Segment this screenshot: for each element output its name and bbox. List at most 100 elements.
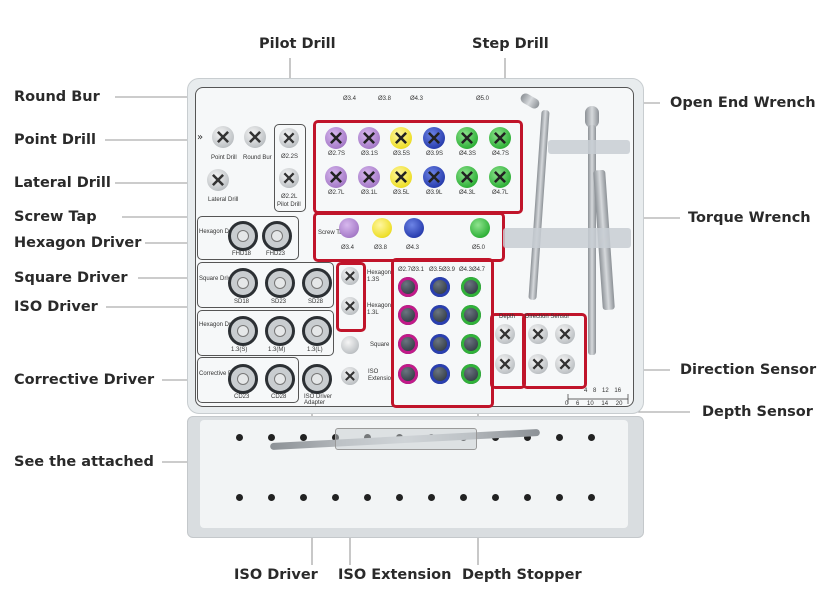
square-driver-slot — [228, 268, 258, 298]
label-lateral-drill: Lateral Drill — [208, 197, 239, 203]
label-screw-tap: Screw Tap — [318, 230, 346, 236]
label-stopper-head: Ø4.3Ø4.7 — [459, 267, 486, 273]
step-drill-slot — [358, 166, 380, 188]
pilot-drill-slot — [279, 128, 299, 148]
scale-tick: 0 — [565, 401, 569, 407]
lid-hole — [236, 494, 243, 501]
torque-wrench-head — [585, 106, 599, 128]
step-drill-slot — [325, 166, 347, 188]
direction-sensor-slot — [555, 354, 575, 374]
label-step-size: Ø3.9L — [426, 190, 443, 196]
label-step-head: Ø3.4 — [343, 96, 357, 102]
label-stopper-head: Ø3.5Ø3.9 — [429, 267, 456, 273]
callout-hexagon-driver: Hexagon Driver — [14, 235, 142, 251]
direction-sensor-slot — [528, 354, 548, 374]
callout-depth-sensor: Depth Sensor — [702, 404, 813, 420]
cross-icon — [329, 170, 343, 184]
depth-stopper-slot — [461, 277, 481, 297]
scale-tick: 16 — [614, 388, 622, 394]
corrective-driver-slot — [265, 364, 295, 394]
label-tap-size: Ø4.3 — [406, 245, 420, 251]
cross-icon — [460, 131, 474, 145]
label-hexagon-13s: Hexagon 1.3S — [367, 270, 392, 283]
callout-open-end-wrench: Open End Wrench — [670, 95, 816, 111]
square-driver-box — [197, 262, 334, 308]
cross-icon — [427, 131, 441, 145]
depth-stopper-slot — [398, 277, 418, 297]
label-step-size: Ø4.3L — [459, 190, 476, 196]
step-drill-slot — [390, 127, 412, 149]
lid-hole — [588, 434, 595, 441]
lid-hole — [492, 494, 499, 501]
direction-sensor-highlight — [522, 313, 587, 389]
lid-hole — [588, 494, 595, 501]
label-tap-size: Ø3.8 — [374, 245, 388, 251]
square-driver-slot — [265, 268, 295, 298]
label-step-size: Ø3.5L — [393, 190, 410, 196]
label-sq-code: SD23 — [271, 299, 287, 305]
cross-icon — [460, 170, 474, 184]
step-drill-slot — [390, 166, 412, 188]
lid-hole — [524, 434, 531, 441]
screw-tap-slot — [339, 218, 359, 238]
hex-driver-slot — [228, 221, 258, 251]
lid-hole — [300, 434, 307, 441]
callout-square-driver: Square Driver — [14, 270, 128, 286]
cross-icon — [394, 170, 408, 184]
scale-top-labels: 4 8 12 16 — [584, 388, 621, 394]
depth-sensor-slot — [495, 324, 515, 344]
depth-stopper-slot — [461, 305, 481, 325]
depth-stopper-slot — [398, 305, 418, 325]
square-driver-slot — [302, 268, 332, 298]
label-iso-extension: ISO Extension — [368, 369, 395, 382]
direction-sensor-slot — [555, 324, 575, 344]
square-slot — [341, 336, 359, 354]
step-drill-slot — [456, 127, 478, 149]
wrench-holder — [503, 228, 631, 248]
callout-depth-stopper: Depth Stopper — [462, 567, 582, 583]
depth-stopper-slot — [398, 334, 418, 354]
cross-icon — [329, 131, 343, 145]
label-sq-code: SD28 — [308, 299, 324, 305]
label-depth: Depth — [499, 314, 516, 320]
label-round-bur: Round Bur — [243, 155, 272, 161]
label-pilot-2s: Ø2.2S — [281, 154, 299, 160]
label-step-size: Ø3.1S — [361, 151, 379, 157]
label-step-size: Ø2.7S — [328, 151, 346, 157]
round-bur-slot — [244, 126, 266, 148]
step-drill-slot — [489, 127, 511, 149]
label-step-head: Ø4.3 — [410, 96, 424, 102]
callout-iso-driver: ISO Driver — [14, 299, 98, 315]
depth-stopper-slot — [430, 277, 450, 297]
callout-lateral-drill: Lateral Drill — [14, 175, 111, 191]
direction-sensor-slot — [528, 324, 548, 344]
label-pilot-drill: Pilot Drill — [277, 202, 301, 208]
lid-hole — [396, 494, 403, 501]
cross-icon — [493, 131, 507, 145]
iso-driver-adapter-slot — [302, 364, 332, 394]
lid-hole — [556, 434, 563, 441]
lid-hole — [268, 434, 275, 441]
label-step-size: Ø3.9S — [426, 151, 444, 157]
label-hex2-code: 1.3(S) — [231, 347, 248, 353]
cross-icon — [362, 170, 376, 184]
label-hexagon-13l: Hexagon 1.3L — [367, 303, 392, 316]
label-tap-size: Ø5.0 — [472, 245, 486, 251]
depth-stopper-slot — [461, 364, 481, 384]
label-cd-code: CD23 — [234, 394, 250, 400]
depth-stopper-slot — [430, 364, 450, 384]
depth-stopper-slot — [430, 305, 450, 325]
step-drill-slot — [423, 166, 445, 188]
step-drill-slot — [423, 127, 445, 149]
label-tap-size: Ø3.4 — [341, 245, 355, 251]
scale-tick: 10 — [587, 401, 594, 407]
callout-screw-tap: Screw Tap — [14, 209, 97, 225]
label-direction-sensor: Direction Sensor — [525, 314, 570, 320]
callout-direction-sensor: Direction Sensor — [680, 362, 817, 378]
scale-tick: 12 — [602, 388, 609, 394]
handpiece-clip — [335, 428, 477, 450]
step-drill-slot — [456, 166, 478, 188]
hexagon-13-highlight — [336, 262, 366, 332]
label-point-drill: Point Drill — [211, 155, 237, 161]
step-drill-slot — [489, 166, 511, 188]
